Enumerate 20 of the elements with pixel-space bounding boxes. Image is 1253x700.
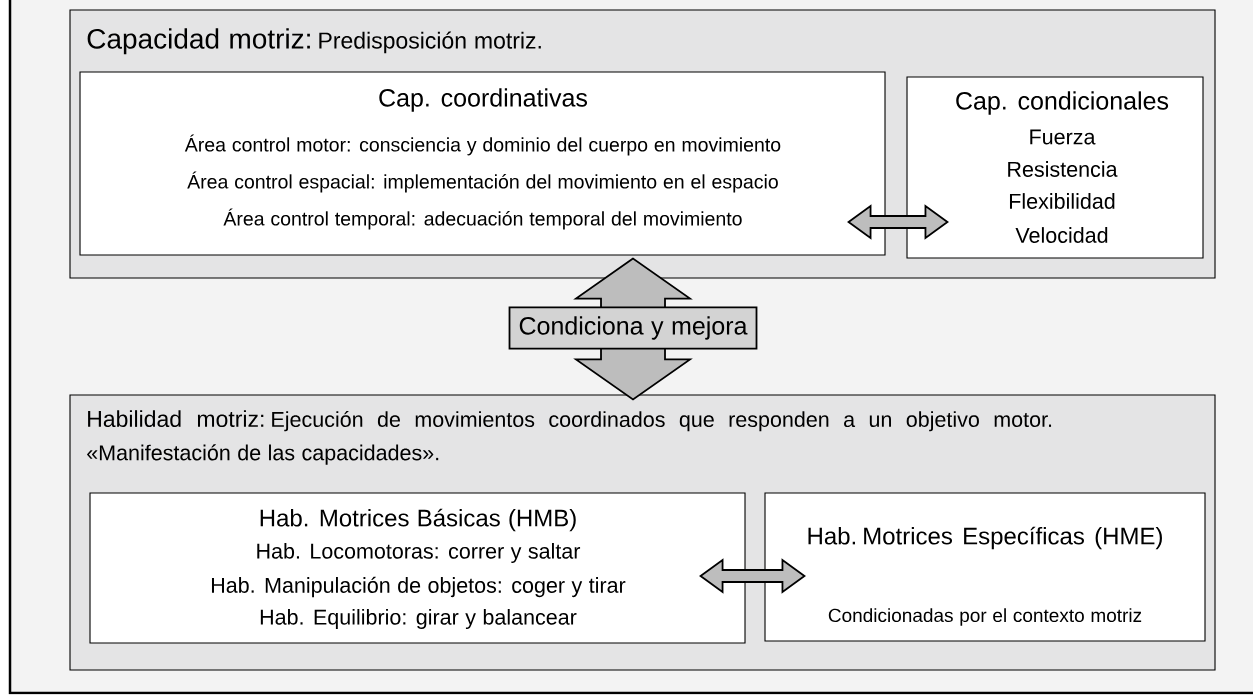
double-arrow: [847, 204, 949, 240]
panel-heading: Capacidad motriz: Predisposición motriz.: [87, 28, 541, 55]
text-line: Condicionadas por el contexto motriz: [828, 608, 1142, 626]
text-line: Hab. Equilibrio: girar y balancear: [260, 609, 577, 629]
text-line: Velocidad: [1015, 227, 1108, 243]
panel-heading: Habilidad motriz: Ejecución de movimientos coordinados que responden a un objetivo motor. «Manifestación de las capacidades».: [87, 410, 1052, 465]
box-heading: Cap. coordinativas: [379, 88, 587, 112]
edge-label: Condiciona y mejora: [508, 306, 758, 350]
text-line: Fuerza: [1030, 129, 1096, 145]
box-heading: Cap. condicionales: [956, 91, 1169, 115]
text-line: Hab. Locomotoras: correr y saltar: [257, 543, 581, 563]
double-arrow: [699, 558, 806, 594]
box-heading: Hab. Motrices Básicas (HMB): [260, 508, 576, 532]
text-line: Resistencia: [1008, 161, 1118, 177]
text-line: Flexibilidad: [1010, 193, 1115, 209]
text-line: Área control espacial: implementación del movimiento en el espacio: [187, 171, 778, 193]
text-line: Hab. Manipulación de objetos: coger y tirar: [212, 576, 626, 598]
text-line: Área control motor: consciencia y dominio del cuerpo en movimiento: [184, 134, 781, 156]
text-line: Área control temporal: adecuación temporal del movimiento: [223, 208, 742, 230]
box-heading: Hab. Motrices Específicas (HME): [808, 526, 1162, 550]
